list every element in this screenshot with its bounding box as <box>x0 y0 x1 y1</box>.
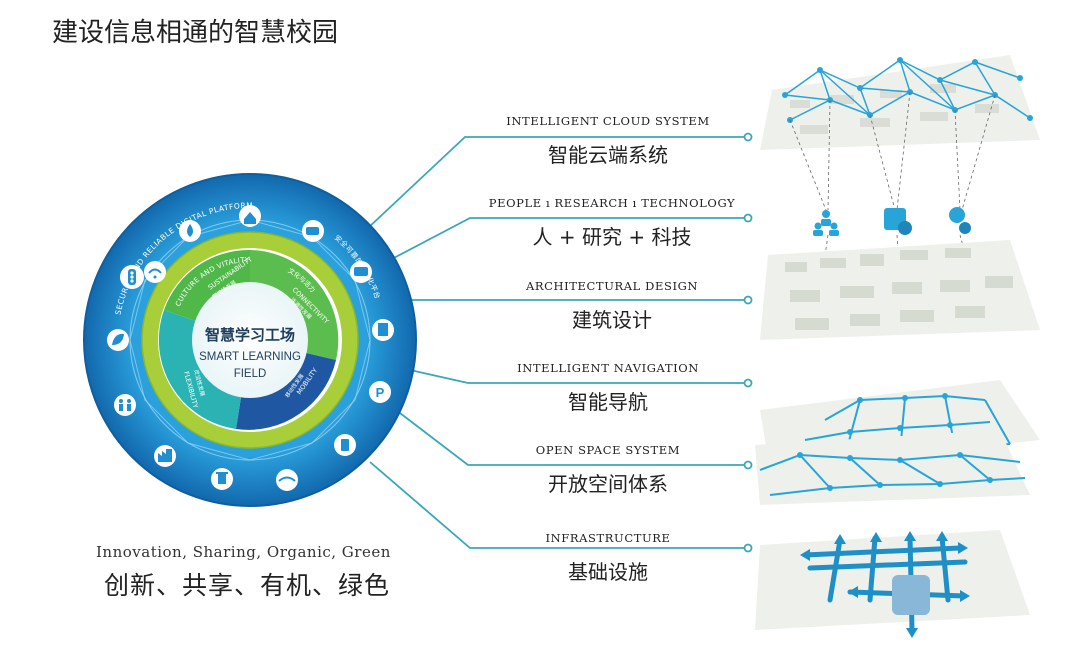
svg-text:P: P <box>376 385 385 400</box>
system-en-label: OPEN SPACE SYSTEM <box>536 443 680 457</box>
connector-navigation <box>409 369 748 384</box>
connector-infrastructure <box>369 461 748 549</box>
center-title-en-1: SMART LEARNING <box>199 351 301 363</box>
factory-icon <box>154 445 176 467</box>
system-cn-label: 开放空间体系 <box>548 472 668 496</box>
caption-en: Innovation, Sharing, Organic, Green <box>96 543 391 561</box>
system-cn-label: 建筑设计 <box>572 308 652 332</box>
parking-icon: P <box>369 381 391 403</box>
camera-icon <box>302 220 324 242</box>
people-research-icons <box>813 207 971 236</box>
system-labels: INTELLIGENT CLOUD SYSTEM 智能云端系统 PEOPLE ı… <box>489 114 735 584</box>
device-icon <box>334 434 356 456</box>
traffic-icon <box>120 265 144 289</box>
people-icon <box>114 394 136 416</box>
system-en-label: ARCHITECTURAL DESIGN <box>525 279 698 293</box>
wifi-icon <box>144 261 166 283</box>
cloud-system-illustration <box>760 55 1040 150</box>
infrastructure-illustration <box>755 530 1030 638</box>
smart-learning-wheel: SECURED AND RELIABLE DIGITAL PLATFORM 安全… <box>83 173 417 507</box>
building-icon <box>372 319 394 341</box>
system-en-label: INTELLIGENT NAVIGATION <box>517 361 699 375</box>
system-en-label: INFRASTRUCTURE <box>545 531 670 545</box>
utility-block <box>892 575 930 615</box>
open-space-illustration <box>755 430 1030 505</box>
dashed-links <box>789 91 996 291</box>
people-icon <box>813 210 839 236</box>
center-title-cn: 智慧学习工场 <box>205 326 295 344</box>
bus-icon <box>350 261 372 283</box>
system-en-label: INTELLIGENT CLOUD SYSTEM <box>506 114 709 128</box>
architecture-illustration <box>760 240 1040 340</box>
connector-end-dots <box>743 132 753 553</box>
center-disc <box>192 282 308 398</box>
system-cn-label: 智能云端系统 <box>548 143 668 167</box>
page-title: 建设信息相通的智慧校园 <box>52 18 339 48</box>
leaf-icon <box>107 329 129 351</box>
connector-lines <box>367 136 748 549</box>
ring-icons: P <box>107 205 394 491</box>
system-cn-label: 智能导航 <box>568 390 648 414</box>
system-en-label: PEOPLE ı RESEARCH ı TECHNOLOGY <box>489 196 735 210</box>
home-icon <box>239 205 261 227</box>
center-title-en-2: FIELD <box>234 368 267 380</box>
research-icon <box>884 208 912 235</box>
system-cn-label: 基础设施 <box>568 560 648 584</box>
technology-icon <box>949 207 971 234</box>
connector-cloud <box>367 136 748 229</box>
trash-bin-icon <box>211 468 233 490</box>
connector-people <box>389 217 748 261</box>
system-cn-label: 人 + 研究 + 科技 <box>533 225 692 249</box>
water-drop-icon <box>179 220 201 242</box>
caption-cn: 创新、共享、有机、绿色 <box>104 571 391 600</box>
connector-openspace <box>395 409 748 466</box>
drone-icon <box>276 469 298 491</box>
